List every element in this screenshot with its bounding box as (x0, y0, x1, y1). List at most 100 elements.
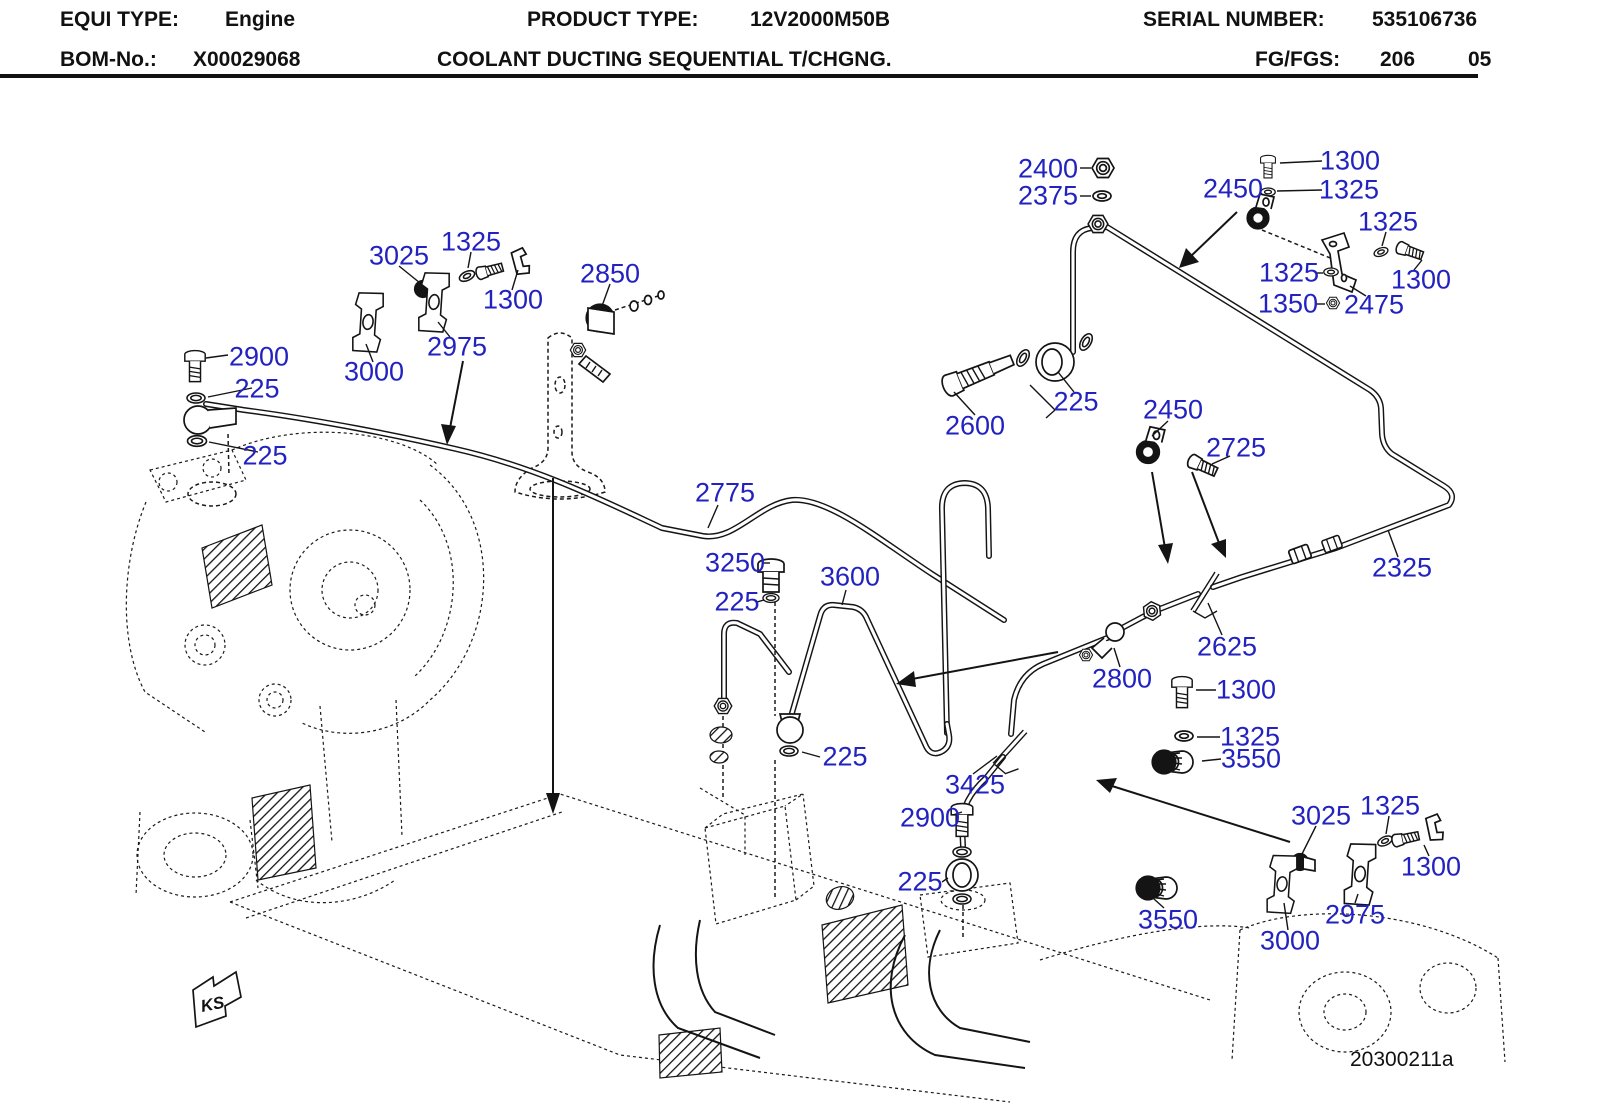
oring-225-left-bottom-icon (186, 434, 208, 448)
clamp-2450-mid-icon (1135, 425, 1166, 465)
tee-2800-icon (1078, 622, 1125, 662)
part-label-2975-41: 2975 (1324, 899, 1386, 930)
product-type-label: PRODUCT TYPE: (527, 8, 699, 31)
part-label-1350-7: 1350 (1257, 288, 1319, 319)
ks-marker-text: KS (199, 993, 226, 1016)
direction-arrows (441, 211, 1291, 843)
nut-2400-icon (1091, 157, 1115, 179)
part-label-1325-5: 1325 (1357, 206, 1419, 237)
part-label-2900-35: 2900 (899, 802, 961, 833)
part-label-2600-24: 2600 (944, 410, 1006, 441)
part-label-3000-15: 3000 (343, 356, 405, 387)
part-label-1300-12: 1300 (482, 284, 544, 315)
part-label-3425-34: 3425 (944, 769, 1006, 800)
union-coupling-2-icon (1320, 534, 1344, 554)
bom-label: BOM-No.: (60, 48, 157, 71)
fg-value: 206 (1380, 48, 1416, 71)
bolt-1300-right-icon (1393, 239, 1426, 263)
washer-1325-right-icon (1372, 245, 1390, 259)
pipe-nut-icon (1087, 214, 1109, 234)
bolt-1300-mid-icon (1171, 675, 1193, 709)
part-label-1300-31: 1300 (1215, 674, 1277, 705)
screw-1300-left-icon (473, 260, 505, 282)
plug-3250-icon (757, 558, 785, 593)
washer-1325-left-icon (456, 267, 478, 285)
engine-block-outline (229, 787, 1506, 1103)
part-label-3550-37: 3550 (1137, 904, 1199, 935)
union-coupling-1-icon (1287, 543, 1313, 565)
clamp-bolt-2850-icon (569, 342, 612, 384)
clamp-3550-mid-icon (1151, 749, 1194, 775)
part-label-2775-19: 2775 (694, 477, 756, 508)
seal-ring-lower-icon (709, 750, 729, 764)
part-label-1300-40: 1300 (1400, 851, 1462, 882)
seal-ring-upper-icon (709, 726, 733, 744)
nut-1350-icon (1325, 296, 1341, 310)
screw-1300-bottom-icon (1390, 828, 1421, 849)
part-label-225-18: 225 (242, 440, 288, 471)
centerlines (227, 229, 1341, 940)
halfclamp-left-icon (509, 246, 532, 277)
hardware-parts (183, 154, 1446, 917)
rail-3000-left-icon (348, 289, 388, 355)
part-label-1325-4: 1325 (1318, 174, 1380, 205)
product-type-value: 12V2000M50B (750, 8, 891, 31)
rail-2975-right-icon (1339, 840, 1381, 908)
washer-1325-bracket-icon (1323, 267, 1339, 277)
header-rule (0, 74, 1478, 78)
washer-1325-mid-icon (1174, 730, 1194, 742)
oring-225-left-top-icon (186, 392, 206, 404)
part-label-2900-16: 2900 (228, 341, 290, 372)
drawing-number: 20300211a (1350, 1048, 1454, 1071)
part-label-1325-32: 1325 (1219, 721, 1281, 752)
serial-number-label: SERIAL NUMBER: (1143, 8, 1325, 31)
part-label-225-17: 225 (234, 373, 280, 404)
support-bracket-outline (514, 332, 606, 500)
washer-2375-icon (1092, 190, 1112, 202)
part-label-225-36: 225 (897, 866, 943, 897)
halfclamp-bottom-icon (1424, 812, 1446, 843)
ball-joint-icon (776, 713, 804, 744)
part-label-2475-8: 2475 (1343, 289, 1405, 320)
part-label-1300-2: 1300 (1319, 145, 1381, 176)
rail-2975-left-icon (414, 269, 454, 335)
coolant-pipe-3425 (962, 636, 1112, 846)
clamp-3550-bottom-icon (1135, 875, 1178, 901)
banjo-225-bottom-icon (945, 858, 979, 892)
part-label-225-25: 225 (1053, 386, 1099, 417)
part-label-2725-27: 2725 (1205, 432, 1267, 463)
part-label-1300-9: 1300 (1390, 264, 1452, 295)
part-label-2625-29: 2625 (1196, 631, 1258, 662)
bracket-2475-icon (1320, 231, 1358, 294)
part-label-3025-38: 3025 (1290, 800, 1352, 831)
banjo-elbow-left-icon (183, 405, 237, 435)
part-label-225-23: 225 (822, 741, 868, 772)
turbocharger-outline (125, 431, 485, 904)
part-label-1325-6: 1325 (1258, 257, 1320, 288)
equi-type-label: EQUI TYPE: (60, 8, 180, 31)
coolant-pipe-3250-branch (724, 623, 789, 698)
part-label-2325-28: 2325 (1371, 552, 1433, 583)
serial-number-value: 535106736 (1372, 8, 1478, 31)
pipe-nut-3600-icon (713, 697, 733, 715)
coolant-pipe-3600 (790, 483, 989, 753)
sheet-title: COOLANT DUCTING SEQUENTIAL T/CHGNG. (437, 48, 892, 71)
ring-2600-icon (1013, 346, 1033, 370)
part-label-1325-11: 1325 (440, 226, 502, 257)
part-label-2450-26: 2450 (1142, 394, 1204, 425)
part-label-225-22: 225 (714, 586, 760, 617)
oring-225-bottom-low-icon (952, 893, 972, 905)
oring-225-ball-icon (779, 745, 799, 757)
clamp-2850-icon (585, 290, 665, 335)
oring-225-3250-icon (762, 592, 780, 604)
part-label-2800-30: 2800 (1091, 663, 1153, 694)
part-label-2450-3: 2450 (1202, 173, 1264, 204)
part-label-2375-1: 2375 (1017, 180, 1079, 211)
fg-page-value: 05 (1468, 48, 1492, 71)
double-banjo-icon (1035, 330, 1096, 382)
washer-1325-bottom-icon (1375, 833, 1395, 849)
part-label-2850-13: 2850 (579, 258, 641, 289)
oring-225-bottom-top-icon (952, 846, 972, 858)
